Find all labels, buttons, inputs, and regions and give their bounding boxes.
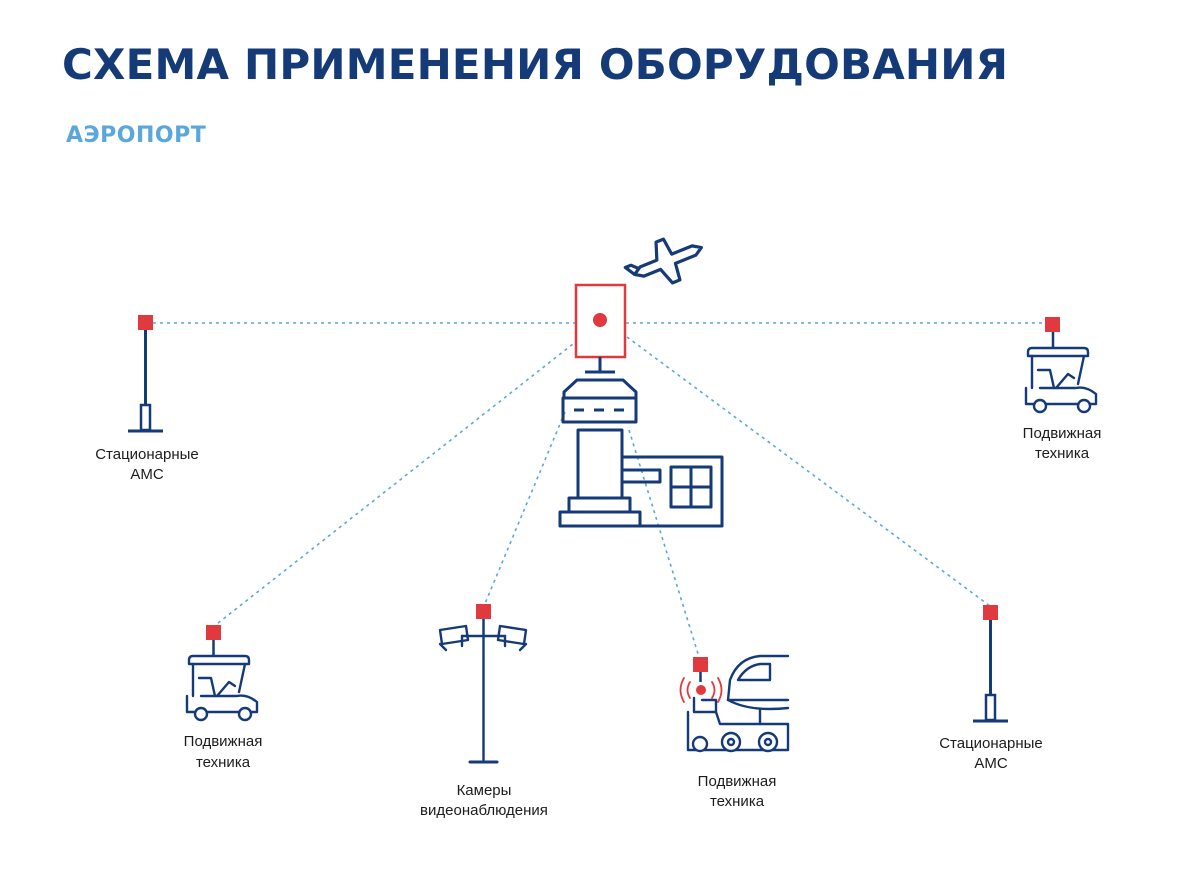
node-label: видеонаблюдения — [420, 802, 548, 819]
node-label: АМС — [974, 755, 1008, 772]
weather-station-left: Стационарные АМС — [95, 315, 199, 483]
cart-bottom-left: Подвижная техника — [184, 625, 263, 771]
node-label: техника — [710, 793, 765, 810]
page-subtitle: АЭРОПОРТ — [66, 123, 207, 148]
aircraft-tug-icon — [686, 654, 790, 753]
tug-vehicle-node: Подвижная техника — [679, 654, 790, 810]
cart-top-right: Подвижная техника — [1023, 317, 1102, 462]
base-station-icon — [574, 283, 627, 359]
node-label: Стационарные — [95, 446, 199, 463]
link-line-cart-left — [212, 339, 579, 628]
link-line-cameras — [483, 411, 566, 607]
node-label: Стационарные — [939, 735, 1043, 752]
node-label: техника — [196, 754, 251, 771]
node-label: АМС — [130, 466, 164, 483]
signal-waves-icon — [679, 677, 723, 703]
golf-cart-icon — [185, 654, 259, 722]
link-line-tug — [628, 429, 700, 658]
airplane-icon — [623, 237, 703, 285]
surveillance-camera-pole-icon — [438, 624, 528, 764]
golf-cart-icon — [1024, 346, 1098, 414]
control-tower-icon — [558, 357, 724, 528]
link-line-weather-right — [626, 336, 991, 607]
node-label: Подвижная — [698, 773, 777, 790]
weather-station-right: Стационарные АМС — [939, 605, 1043, 772]
node-label: Камеры — [457, 782, 512, 799]
cameras-node: Камеры видеонаблюдения — [420, 604, 548, 819]
page-title: СХЕМА ПРИМЕНЕНИЯ ОБОРУДОВАНИЯ — [62, 40, 1009, 89]
node-label: Подвижная — [1023, 425, 1102, 442]
node-label: Подвижная — [184, 733, 263, 750]
node-label: техника — [1035, 445, 1090, 462]
connection-lines — [153, 322, 1046, 658]
